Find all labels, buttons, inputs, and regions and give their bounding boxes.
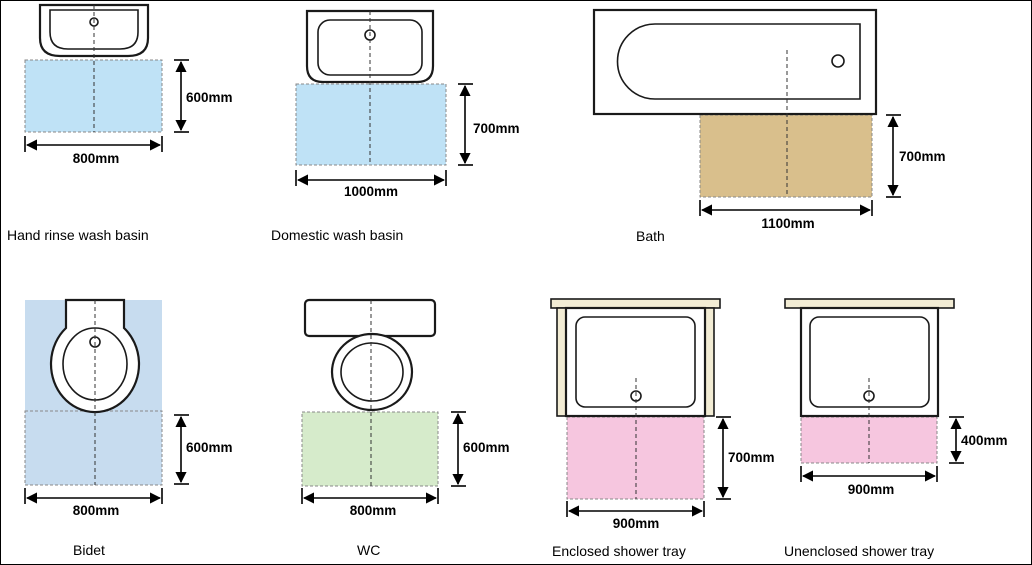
bath-width-label: 1100mm — [761, 216, 814, 231]
unenclosed-shower-group: 900mm 400mm Unenclosed shower tray — [784, 298, 1008, 559]
enclosed-left-wall — [556, 307, 567, 417]
unenclosed-tray — [799, 306, 940, 418]
enclosed-tray — [564, 306, 707, 418]
hand-rinse-basin-body — [38, 3, 150, 58]
bath-activity-zone — [699, 114, 873, 198]
bath-plughole — [831, 54, 845, 68]
hand-rinse-depth-label: 600mm — [186, 90, 233, 105]
enclosed-width-label: 900mm — [613, 516, 660, 531]
wc-cistern — [303, 298, 437, 338]
enclosed-depth-label: 700mm — [728, 450, 775, 465]
enclosed-shower-group: 900mm 700mm Enclosed shower tray — [550, 298, 775, 559]
domestic-width-label: 1000mm — [344, 184, 398, 199]
hand-rinse-width-label: 800mm — [73, 151, 120, 166]
hand-rinse-caption: Hand rinse wash basin — [7, 227, 149, 243]
unenclosed-caption: Unenclosed shower tray — [784, 543, 934, 559]
wc-bowl — [340, 342, 404, 402]
unenclosed-depth-label: 400mm — [961, 433, 1008, 448]
unenclosed-top-wall — [784, 298, 955, 309]
domestic-depth-label: 700mm — [473, 121, 520, 136]
domestic-basin-group: 1000mm 700mm Domestic wash basin — [271, 9, 520, 243]
wc-width-label: 800mm — [350, 503, 397, 518]
bidet-width-label: 800mm — [73, 503, 120, 518]
bath-caption: Bath — [636, 228, 665, 244]
bidet-group: 800mm 600mm Bidet — [24, 298, 233, 558]
bidet-activity-zone — [24, 410, 163, 486]
domestic-activity-zone — [295, 83, 447, 166]
hand-rinse-basin-group: 800mm 600mm Hand rinse wash basin — [7, 3, 233, 243]
enclosed-caption: Enclosed shower tray — [552, 543, 686, 559]
wc-pan — [330, 332, 414, 412]
enclosed-right-wall — [704, 307, 715, 417]
wc-caption: WC — [357, 542, 380, 558]
hand-rinse-basin-bowl — [49, 9, 139, 50]
wc-depth-label: 600mm — [463, 440, 510, 455]
wc-activity-zone — [301, 411, 439, 487]
wc-group: 800mm 600mm WC — [301, 298, 510, 558]
bath-inner-tub — [616, 23, 861, 100]
bidet-caption: Bidet — [73, 542, 105, 558]
unenclosed-width-label: 900mm — [848, 482, 895, 497]
bidet-depth-label: 600mm — [186, 440, 233, 455]
domestic-caption: Domestic wash basin — [271, 227, 403, 243]
bath-depth-label: 700mm — [899, 149, 946, 164]
enclosed-top-wall — [550, 298, 721, 309]
bath-group: 1100mm 700mm Bath — [592, 8, 946, 244]
